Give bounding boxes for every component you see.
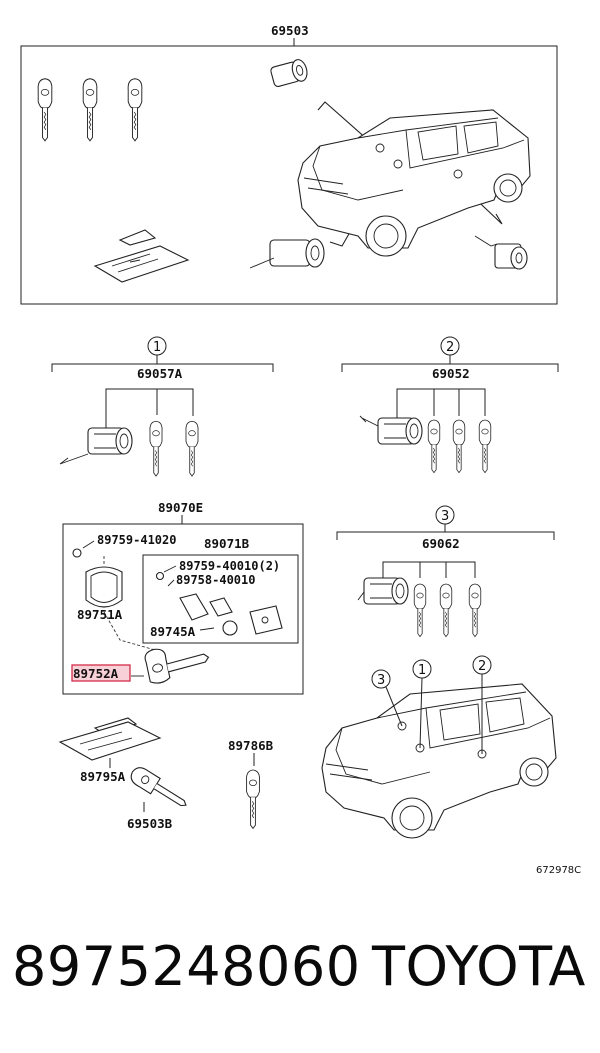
part-number: 8975248060	[12, 935, 361, 998]
key-set-3-c	[468, 583, 482, 637]
key-set-2-a	[427, 419, 441, 473]
label-89751A: 89751A	[77, 607, 123, 622]
screw-89759-41020	[72, 540, 95, 558]
vehicle-top	[297, 109, 531, 257]
cylinder-set-1	[59, 427, 133, 465]
label-89752A: 89752A	[73, 666, 119, 681]
key-69503B	[130, 767, 187, 807]
cover-89751A	[85, 566, 123, 608]
brand-name: TOYOTA	[372, 935, 586, 998]
callout-2-car-label: 2	[478, 659, 486, 674]
label-69052: 69052	[432, 366, 470, 381]
cylinder-set-3	[357, 577, 409, 605]
footer: 8975248060 TOYOTA	[0, 935, 600, 1015]
screw-89759-40010	[155, 565, 177, 581]
key-set-2-b	[452, 419, 466, 473]
key-set-1-b	[185, 420, 199, 477]
label-89759-41020: 89759-41020	[97, 533, 176, 547]
transmitter-board	[179, 593, 283, 636]
cylinder-set-2	[359, 415, 423, 445]
label-69062: 69062	[422, 536, 460, 551]
callout-3-car	[371, 669, 391, 689]
key-top-2	[82, 78, 98, 142]
callout-2-top-label: 2	[446, 340, 454, 355]
key-top-3	[127, 78, 143, 142]
top-assembly-frame	[20, 45, 558, 305]
key-top-1	[37, 78, 53, 142]
key-set-3-b	[439, 583, 453, 637]
callout-3-top-label: 3	[441, 509, 449, 524]
label-69057A: 69057A	[137, 366, 183, 381]
door-cylinder-top	[249, 238, 325, 269]
label-89071B: 89071B	[204, 536, 250, 551]
callout-1-top-label: 1	[153, 340, 161, 355]
label-89795A: 89795A	[80, 769, 126, 784]
plate-89795A	[58, 717, 162, 761]
label-89786B: 89786B	[228, 738, 274, 753]
diagram-reference: 672978C	[536, 865, 581, 876]
label-89758-40010: 89758-40010	[176, 573, 255, 587]
callout-3-car-label: 3	[377, 673, 385, 688]
label-89745A: 89745A	[150, 624, 196, 639]
key-89752A	[144, 648, 210, 684]
highlight-89752A	[71, 664, 131, 682]
ignition-cylinder-top	[270, 59, 308, 87]
key-card-top	[93, 229, 190, 283]
key-set-1-a	[149, 420, 163, 477]
callout-1-car-label: 1	[418, 663, 426, 678]
label-69503: 69503	[271, 23, 309, 38]
key-set-3-a	[413, 583, 427, 637]
label-89070E: 89070E	[158, 500, 203, 515]
parts-diagram: 69503	[20, 23, 581, 876]
back-door-cylinder	[474, 235, 528, 270]
transmitter-frame	[62, 523, 304, 695]
label-89759-40010: 89759-40010(2)	[179, 559, 280, 573]
vehicle-bottom	[321, 683, 557, 839]
label-69503B: 69503B	[127, 816, 173, 831]
key-89786B	[246, 769, 260, 829]
key-set-2-c	[478, 419, 492, 473]
sub-assembly-frame	[142, 554, 299, 644]
